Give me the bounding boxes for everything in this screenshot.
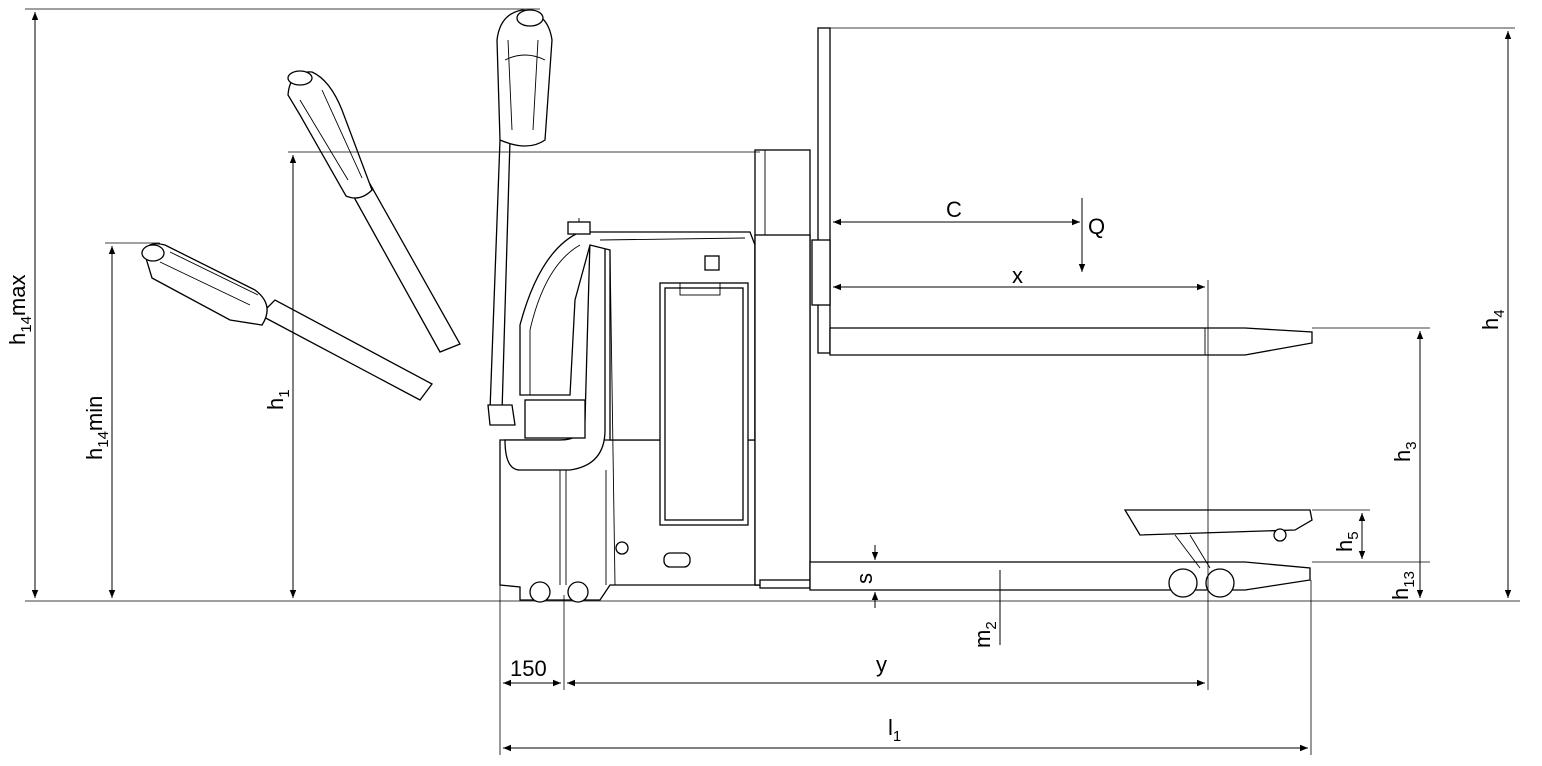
tiller-middle [287, 70, 461, 353]
label-h14min: h14min [82, 396, 112, 460]
label-h4: h4 [1478, 309, 1508, 330]
label-h3: h3 [1390, 441, 1420, 462]
label-h13: h13 [1388, 571, 1418, 600]
tiller-upright [487, 9, 553, 426]
label-m2: m2 [970, 621, 1000, 648]
mast [754, 27, 831, 589]
label-h5: h5 [1332, 531, 1362, 552]
label-l1: l1 [888, 715, 901, 745]
upper-fork [829, 327, 1313, 356]
label-h14max: h14max [5, 275, 35, 346]
label-x: x [1012, 263, 1023, 288]
label-s: s [852, 573, 877, 584]
label-150: 150 [510, 656, 547, 681]
base-fork [809, 509, 1313, 598]
label-y: y [876, 652, 887, 677]
tiller-low [141, 243, 433, 401]
label-c: C [946, 197, 962, 222]
label-q: Q [1088, 214, 1105, 239]
truck-body [499, 218, 761, 603]
label-h1: h1 [263, 389, 293, 410]
